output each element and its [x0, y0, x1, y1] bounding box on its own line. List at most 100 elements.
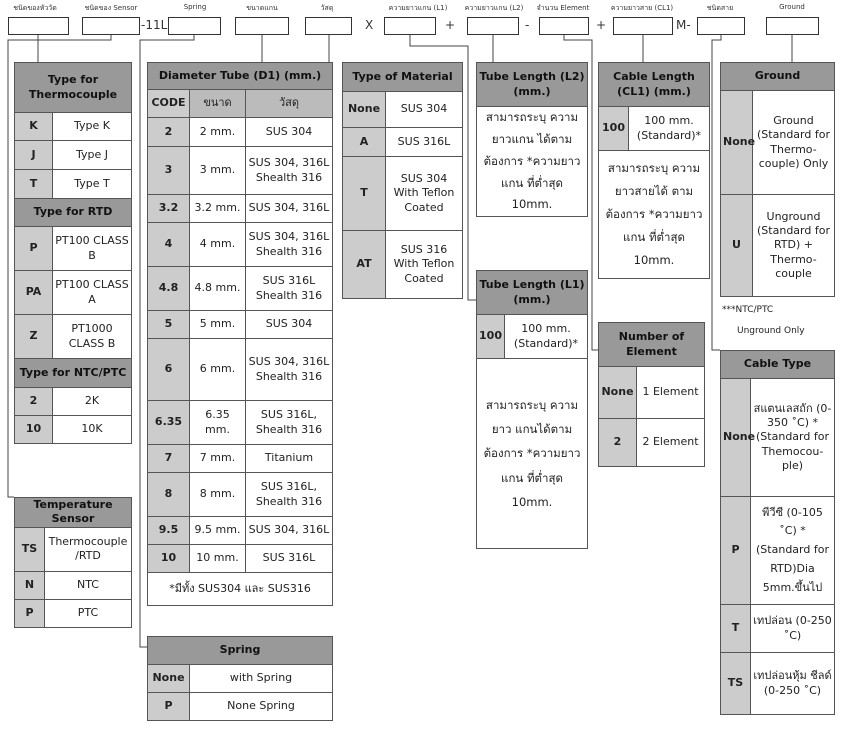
element-title: Number of Element — [598, 322, 705, 367]
col-material: วัสดุ — [245, 89, 333, 118]
code-box-cable-type — [697, 17, 745, 35]
separator-plus-1: + — [445, 18, 456, 32]
code-box-l1 — [384, 17, 436, 35]
header-label-spring: Spring — [183, 3, 207, 11]
ground-title: Ground — [720, 62, 835, 91]
diameter-title: Diameter Tube (D1) (mm.) — [147, 62, 333, 90]
code-box-diameter — [235, 17, 289, 35]
l2-text: สามารถระบุ ความยาวแกน ได้ตามต้องการ *ควา… — [476, 105, 588, 218]
code-box-ground — [766, 17, 819, 35]
header-label-l1: ความยาวแกน (L1) — [388, 4, 448, 12]
header-label-l2: ความยาวแกน (L2) — [464, 4, 524, 12]
l1-title: Tube Length (L1) (mm.) — [476, 270, 588, 315]
ntc-title: Type for NTC/PTC — [14, 358, 132, 388]
header-label-cable-length: ความยาวสาย (CL1) — [610, 4, 674, 12]
cable-length-title: Cable Length (CL1) (mm.) — [598, 62, 710, 107]
l2-title: Tube Length (L2) (mm.) — [476, 62, 588, 107]
ground-note-unground: Unground Only — [737, 326, 805, 336]
col-code: CODE — [147, 89, 190, 118]
rtd-title: Type for RTD — [14, 198, 132, 227]
table-tube-length-l2: Tube Length (L2) (mm.) สามารถระบุ ความยา… — [476, 62, 588, 218]
diameter-note: *มีทั้ง SUS304 และ SUS316 — [147, 572, 333, 606]
header-label-sensor-type: ชนิดของ Sensor — [84, 4, 138, 12]
header-label-ground: Ground — [779, 3, 805, 11]
code-box-material — [305, 17, 352, 35]
header-label-diameter: ขนาดแกน — [246, 4, 278, 12]
header-label-probe-type: ชนิดของหัววัด — [13, 4, 57, 12]
separator-dash: - — [525, 18, 530, 32]
header-label-material: วัสดุ — [320, 4, 334, 12]
table-diameter-tube: Diameter Tube (D1) (mm.) CODE ขนาด วัสดุ… — [147, 62, 333, 606]
thermocouple-title: Type for Thermocouple — [14, 62, 132, 113]
header-label-element: จำนวน Element — [536, 4, 590, 12]
cable-length-text: สามารถระบุ ความยาวสายได้ ตามต้องการ *ควา… — [598, 150, 710, 279]
code-box-probe — [8, 17, 69, 35]
separator-m: M- — [676, 18, 691, 32]
cable-type-title: Cable Type — [720, 350, 835, 379]
separator-x: X — [365, 18, 374, 32]
separator-11l: -11L — [141, 18, 168, 32]
ground-note-ntc-ptc: ***NTC/PTC — [722, 305, 774, 315]
separator-plus-2: + — [596, 18, 607, 32]
sensor-title: Temperature Sensor — [14, 497, 132, 528]
code-box-element — [539, 17, 589, 35]
header-label-cable-type: ชนิดสาย — [706, 4, 734, 12]
code-box-l2 — [467, 17, 519, 35]
code-box-cable-length — [613, 17, 673, 35]
l1-text: สามารถระบุ ความยาว แกนได้ตาม ต้องการ *คว… — [476, 358, 588, 549]
code-box-sensor — [82, 17, 140, 35]
material-title: Type of Material — [342, 62, 463, 92]
code-box-spring — [168, 17, 221, 35]
col-size: ขนาด — [189, 89, 246, 118]
